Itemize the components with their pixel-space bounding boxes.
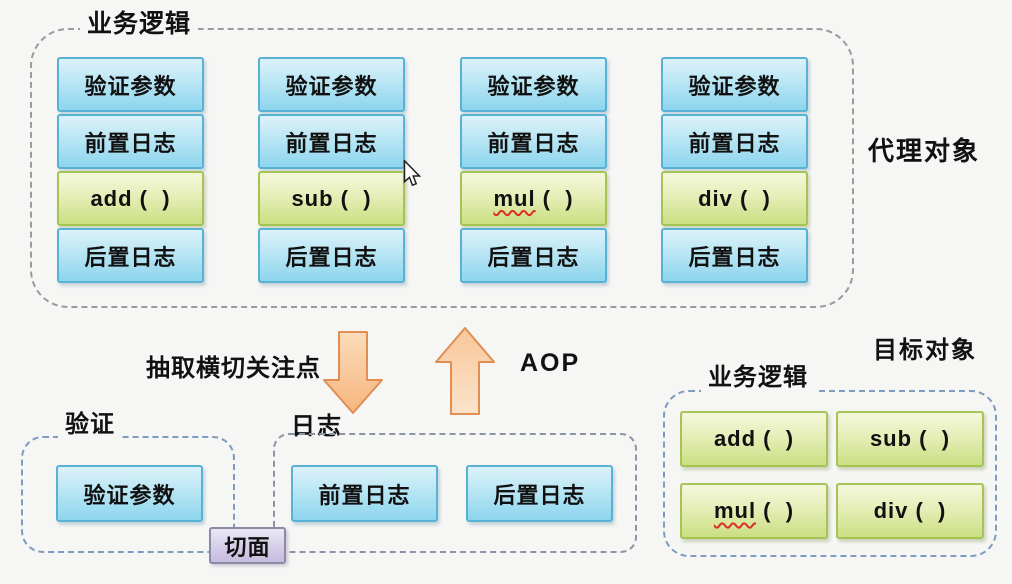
validate-params-box: 验证参数: [258, 57, 405, 112]
method-box-mul: mul ( ): [460, 171, 607, 226]
proxy-column-sub: 验证参数 前置日志 sub ( ) 后置日志: [258, 57, 405, 283]
extract-crosscut-label: 抽取横切关注点: [146, 355, 321, 382]
down-arrow-icon: [323, 331, 383, 414]
validate-params-box: 验证参数: [460, 57, 607, 112]
target-group-label: 业务逻辑: [701, 364, 815, 392]
log-group-label: 日志: [291, 413, 343, 440]
aspect-tag: 切面: [209, 527, 286, 564]
after-log-box: 后置日志: [460, 228, 607, 283]
validate-params-box: 验证参数: [57, 57, 204, 112]
method-box-div: div ( ): [661, 171, 808, 226]
before-log-aspect-box: 前置日志: [291, 465, 438, 522]
proxy-group-label: 业务逻辑: [80, 10, 199, 39]
after-log-box: 后置日志: [258, 228, 405, 283]
logging-group-border: [273, 433, 637, 553]
before-log-box: 前置日志: [57, 114, 204, 169]
target-object-caption: 目标对象: [873, 337, 977, 364]
proxy-column-div: 验证参数 前置日志 div ( ) 后置日志: [661, 57, 808, 283]
proxy-column-mul: 验证参数 前置日志 mul ( ) 后置日志: [460, 57, 607, 283]
before-log-box: 前置日志: [661, 114, 808, 169]
proxy-object-caption: 代理对象: [868, 136, 981, 166]
before-log-box: 前置日志: [460, 114, 607, 169]
mouse-cursor-icon: [403, 160, 421, 187]
proxy-column-add: 验证参数 前置日志 add ( ) 后置日志: [57, 57, 204, 283]
aop-label: AOP: [520, 349, 581, 377]
proxy-object-group-border: [30, 28, 854, 308]
validation-group-border: [21, 436, 235, 553]
method-box-sub: sub ( ): [258, 171, 405, 226]
validate-params-aspect-box: 验证参数: [56, 465, 203, 522]
validate-params-box: 验证参数: [661, 57, 808, 112]
method-box-add: add ( ): [57, 171, 204, 226]
up-arrow-icon: [435, 327, 495, 415]
target-method-sub: sub ( ): [836, 411, 984, 467]
before-log-box: 前置日志: [258, 114, 405, 169]
target-group-border: [663, 390, 997, 557]
target-method-add: add ( ): [680, 411, 828, 467]
after-log-box: 后置日志: [661, 228, 808, 283]
validation-group-label: 验证: [58, 411, 122, 439]
after-log-aspect-box: 后置日志: [466, 465, 613, 522]
target-method-div: div ( ): [836, 483, 984, 539]
target-method-mul: mul ( ): [680, 483, 828, 539]
after-log-box: 后置日志: [57, 228, 204, 283]
